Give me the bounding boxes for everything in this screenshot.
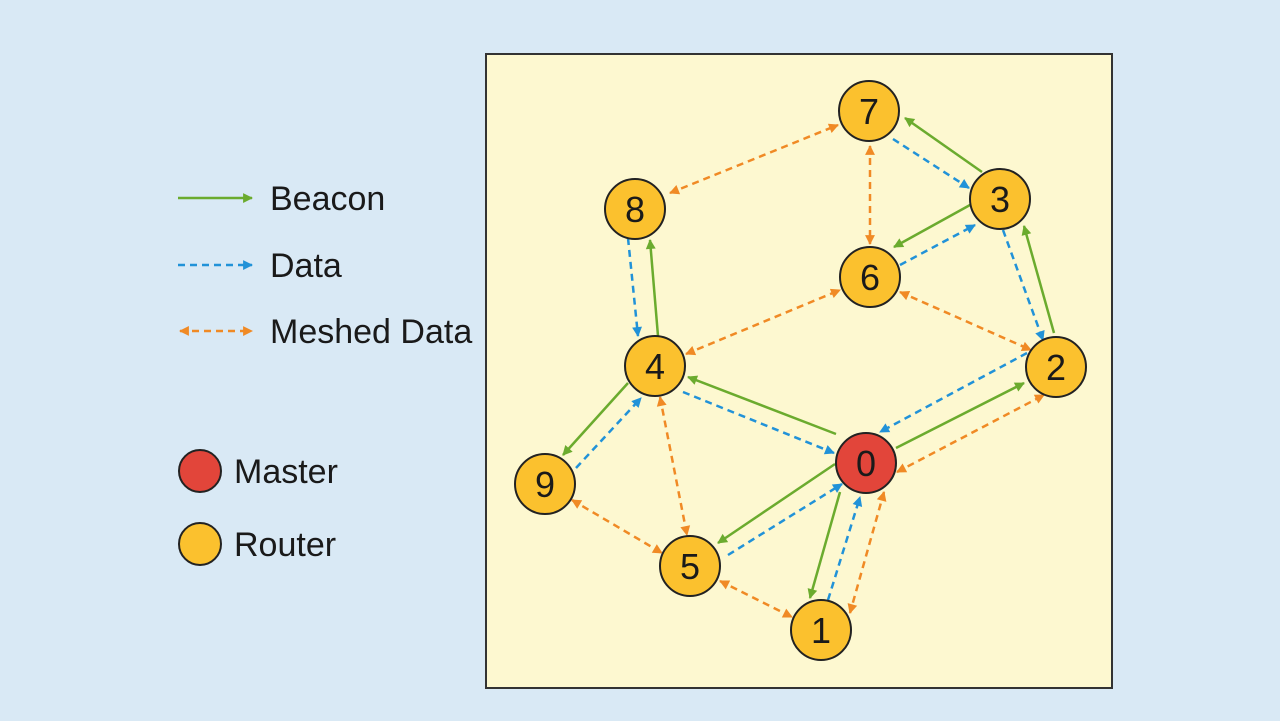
node-0-label: 0 (856, 443, 876, 484)
node-2: 2 (1025, 336, 1087, 398)
beacon-link-4-8 (645, 239, 660, 337)
node-4-label: 4 (645, 346, 665, 387)
legend-meshed-label: Meshed Data (270, 313, 472, 351)
node-7: 7 (838, 80, 900, 142)
beacon-link-0-5 (717, 462, 836, 545)
node-7-circle (838, 80, 900, 142)
node-3-circle (969, 168, 1031, 230)
beacon-link-3-7 (904, 116, 983, 174)
node-8-label: 8 (625, 189, 645, 230)
meshed-link-4-6 (685, 288, 841, 356)
legend-master: Master (178, 449, 338, 493)
node-0-circle (835, 432, 897, 494)
meshed-link-9-5 (571, 498, 663, 555)
data-link-4-0 (682, 390, 835, 455)
legend-data-label: Data (270, 247, 342, 285)
nodes: 0 1 2 3 4 5 6 7 (514, 80, 1087, 661)
node-4: 4 (624, 335, 686, 397)
meshed-link-0-2 (896, 393, 1045, 474)
meshed-link-8-7 (669, 123, 839, 195)
legend-beacon: Beacon (178, 180, 385, 218)
data-link-9-4 (575, 397, 642, 469)
node-1-label: 1 (811, 610, 831, 651)
beacon-link-2-3 (1021, 225, 1056, 334)
node-9-circle (514, 453, 576, 515)
node-6-circle (839, 246, 901, 308)
node-6-label: 6 (860, 257, 880, 298)
beacon-link-0-4 (687, 375, 837, 436)
data-link-7-3 (892, 137, 970, 190)
node-3-label: 3 (990, 179, 1010, 220)
meshed-link-0-1 (847, 491, 887, 614)
network-panel (485, 53, 1113, 689)
legend-meshed: Meshed Data (179, 313, 472, 351)
node-3: 3 (969, 168, 1031, 230)
data-link-6-3 (899, 223, 976, 267)
node-5: 5 (659, 535, 721, 597)
node-0: 0 (835, 432, 897, 494)
node-8: 8 (604, 178, 666, 240)
node-4-circle (624, 335, 686, 397)
master-node-icon (178, 449, 222, 493)
beacon-link-3-6 (893, 203, 971, 249)
legend: Beacon Data Meshed Data Master Router (178, 180, 472, 566)
router-node-icon (178, 522, 222, 566)
node-9-label: 9 (535, 464, 555, 505)
legend-data: Data (178, 247, 342, 285)
node-8-circle (604, 178, 666, 240)
node-9: 9 (514, 453, 576, 515)
data-link-5-0 (727, 482, 843, 557)
node-2-circle (1025, 336, 1087, 398)
node-7-label: 7 (859, 91, 879, 132)
data-link-3-2 (1001, 229, 1045, 341)
node-1-circle (790, 599, 852, 661)
legend-router-label: Router (234, 526, 336, 564)
beacon-link-4-9 (562, 382, 629, 456)
node-2-label: 2 (1046, 347, 1066, 388)
meshed-link-5-1 (719, 579, 793, 619)
data-link-8-4 (626, 237, 642, 337)
legend-router: Router (178, 522, 336, 566)
node-5-circle (659, 535, 721, 597)
legend-master-label: Master (234, 453, 338, 491)
node-1: 1 (790, 599, 852, 661)
node-6: 6 (839, 246, 901, 308)
data-link-2-0 (879, 351, 1028, 434)
legend-beacon-label: Beacon (270, 180, 385, 218)
beacon-link-0-1 (807, 491, 842, 599)
node-5-label: 5 (680, 546, 700, 587)
links (562, 116, 1056, 619)
